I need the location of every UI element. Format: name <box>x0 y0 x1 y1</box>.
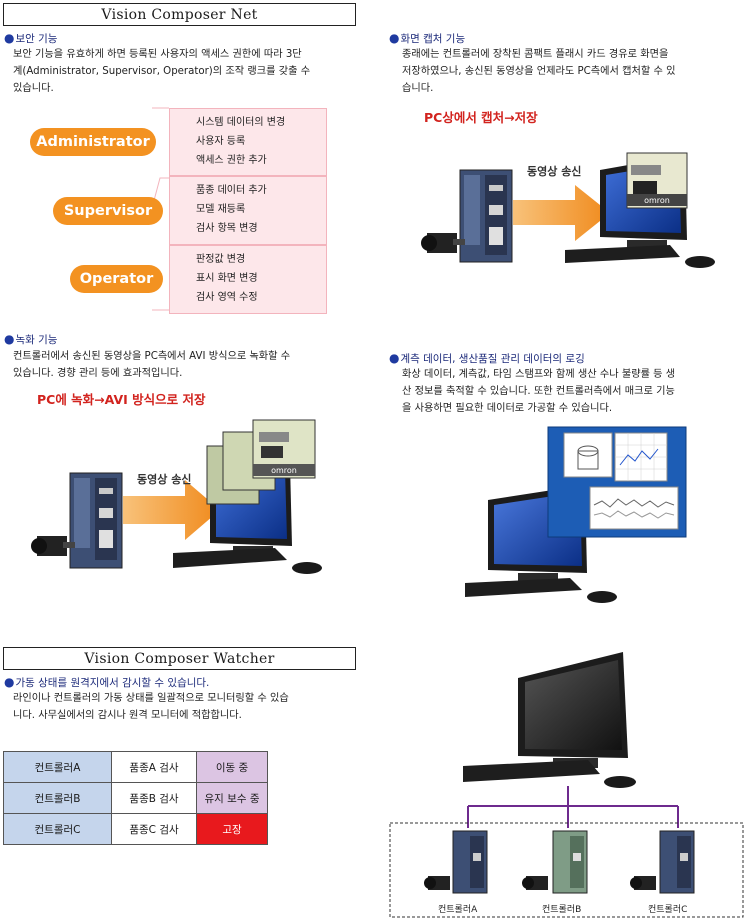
bullet-icon: ● <box>4 675 15 689</box>
bullet-icon: ● <box>4 31 15 45</box>
capture-heading: ●화면 캡처 기능 <box>389 31 466 45</box>
table-row: 컨트롤러B 품종B 검사 유지 보수 중 <box>3 782 268 814</box>
watcher-network-diagram <box>389 652 744 918</box>
role-administrator: Administrator <box>30 128 156 156</box>
controller-c-label: 컨트롤러C <box>648 905 688 915</box>
role-panel-administrator: 시스템 데이터의 변경 사용자 등록 액세스 권한 추가 <box>169 108 327 176</box>
arrow-icon <box>123 480 220 540</box>
camera-icon <box>31 536 75 556</box>
watcher-heading: ●가동 상태를 원격지에서 감시할 수 있습니다. <box>4 675 210 689</box>
network-lines <box>467 786 679 828</box>
controller-b-label: 컨트롤러B <box>542 905 582 915</box>
controller-b-icon <box>522 830 588 894</box>
arrow-icon <box>513 185 610 241</box>
capture-body: 종래에는 컨트롤러에 장착된 콤팩트 플래시 카드 경유로 화면을 저장하였으나… <box>402 49 676 94</box>
record-headline: PC에 녹화→AVI 방식으로 저장 <box>37 392 206 407</box>
captured-image-icon: omron <box>626 152 688 209</box>
controller-device-icon <box>69 472 123 569</box>
record-stream-label: 동영상 송신 <box>137 473 192 486</box>
recorded-frames-icon: omron <box>206 419 316 505</box>
role-operator: Operator <box>70 265 163 293</box>
status-badge: 유지 보수 중 <box>196 782 268 814</box>
table-row: 컨트롤러A 품종A 검사 이동 중 <box>3 751 268 783</box>
controller-name: 컨트롤러C <box>3 813 112 845</box>
controller-name: 컨트롤러A <box>3 751 112 783</box>
bullet-icon: ● <box>389 351 400 365</box>
status-badge: 이동 중 <box>196 751 268 783</box>
record-body: 컨트롤러에서 송신된 동영상을 PC측에서 AVI 방식으로 녹화할 수 있습니… <box>13 351 291 379</box>
capture-headline: PC상에서 캡처→저장 <box>424 110 538 125</box>
inspection-item: 품종A 검사 <box>111 751 197 783</box>
controller-device-icon <box>459 169 513 263</box>
role-panel-supervisor: 품종 데이터 추가 모델 재등록 검사 항목 변경 <box>169 176 327 245</box>
logging-body: 화상 데이터, 계측값, 타임 스탬프와 함께 생산 수나 불량률 등 생 산 … <box>402 369 676 414</box>
table-row: 컨트롤러C 품종C 검사 고장 <box>3 813 268 845</box>
inspection-item: 품종B 검사 <box>111 782 197 814</box>
logging-heading: ●계측 데이터, 생산품질 관리 데이터의 로깅 <box>389 351 585 365</box>
bullet-icon: ● <box>389 31 400 45</box>
section-title-watcher: Vision Composer Watcher <box>3 647 356 670</box>
svg-text:omron: omron <box>644 196 670 205</box>
controller-c-icon <box>630 830 695 894</box>
capture-stream-label: 동영상 송신 <box>527 165 582 178</box>
data-window-icon <box>547 426 687 538</box>
monitor-icon <box>463 652 636 788</box>
status-table: 컨트롤러A 품종A 검사 이동 중 컨트롤러B 품종B 검사 유지 보수 중 컨… <box>3 751 268 845</box>
controller-name: 컨트롤러B <box>3 782 112 814</box>
role-supervisor: Supervisor <box>53 197 163 225</box>
controller-group-frame <box>389 822 744 918</box>
role-panel-operator: 판정값 변경 표시 화면 변경 검사 영역 수정 <box>169 245 327 314</box>
bullet-icon: ● <box>4 332 15 346</box>
section-title-net: Vision Composer Net <box>3 3 356 26</box>
record-heading: ●녹화 기능 <box>4 332 58 346</box>
status-badge: 고장 <box>196 813 268 845</box>
svg-text:omron: omron <box>271 466 297 475</box>
capture-illustration: omron <box>421 152 715 268</box>
controller-a-icon <box>424 830 488 894</box>
watcher-body: 라인이나 컨트롤러의 가동 상태를 일괄적으로 모니터링할 수 있습 니다. 사… <box>13 693 289 721</box>
security-body: 보안 기능을 유효하게 하면 등록된 사용자의 액세스 권한에 따라 3단 계(… <box>13 49 311 94</box>
inspection-item: 품종C 검사 <box>111 813 197 845</box>
camera-icon <box>421 233 465 253</box>
logging-illustration <box>465 426 687 603</box>
security-heading: ●보안 기능 <box>4 31 58 45</box>
controller-a-label: 컨트롤러A <box>438 905 478 915</box>
record-illustration: omron <box>31 419 322 574</box>
